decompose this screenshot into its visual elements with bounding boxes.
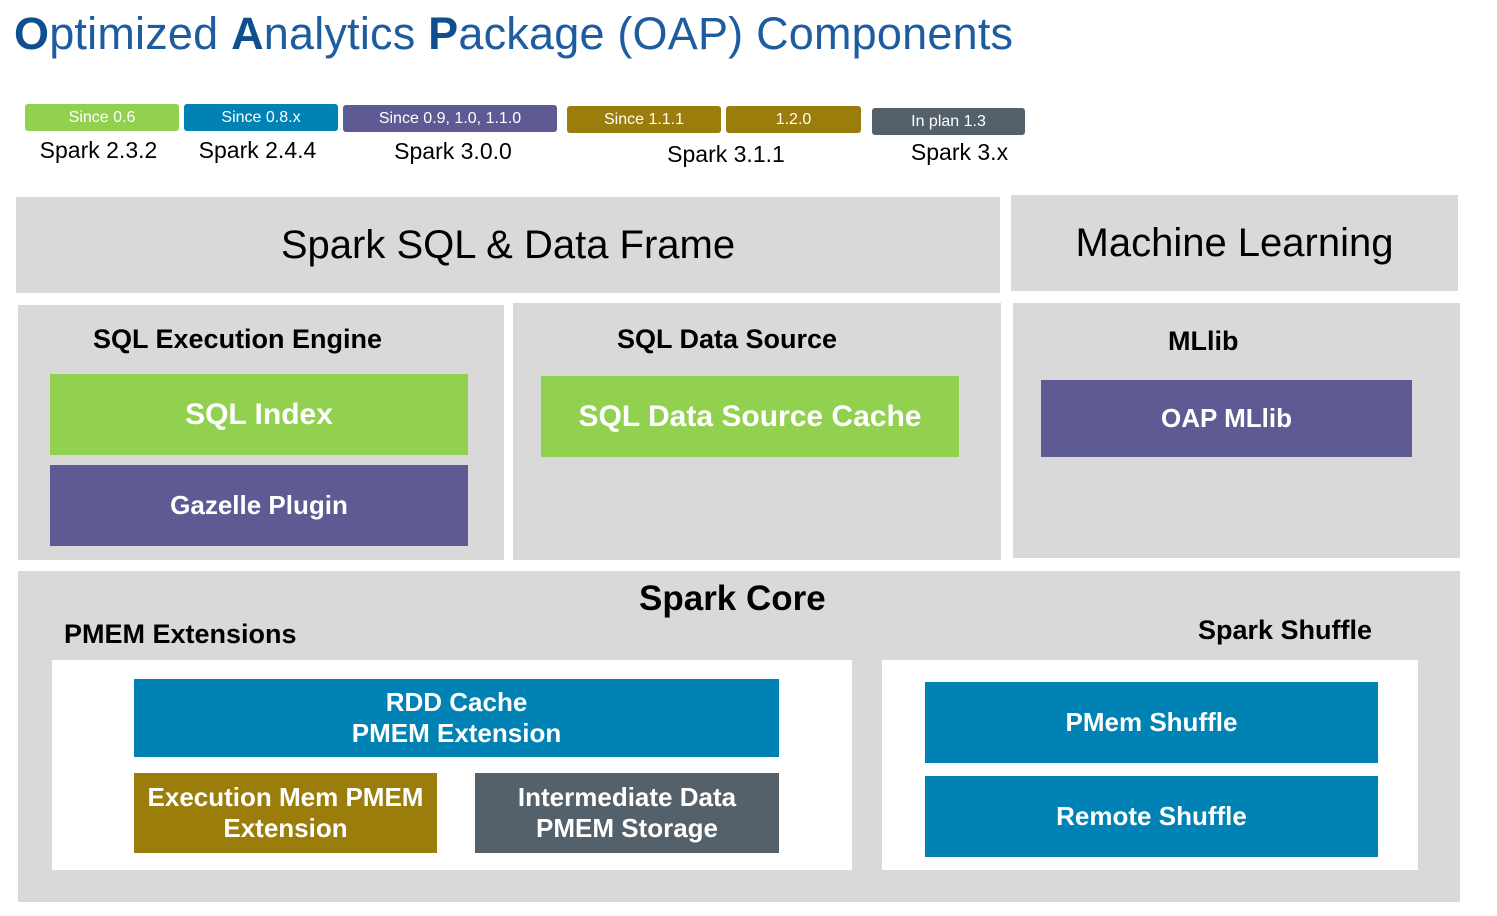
spark-shuffle-title: Spark Shuffle	[1198, 615, 1373, 645]
rdd-cache-line-1: RDD Cache	[385, 686, 528, 717]
sql-execution-engine-panel: SQL Execution Engine SQL Index Gazelle P…	[18, 305, 504, 560]
legend-pill-since-0-6: Since 0.6	[25, 104, 179, 131]
sql-data-source-cache-box: SQL Data Source Cache	[541, 376, 959, 457]
execution-mem-pmem-box: Execution Mem PMEM Extension	[134, 773, 437, 853]
oap-mllib-box: OAP MLlib	[1041, 380, 1412, 457]
remote-shuffle-box: Remote Shuffle	[925, 776, 1378, 857]
legend-pill-since-1-1-1: Since 1.1.1	[567, 106, 721, 133]
rdd-cache-pmem-box: RDD Cache PMEM Extension	[134, 679, 779, 757]
pmem-extensions-title: PMEM Extensions	[64, 619, 297, 649]
sql-data-source-title: SQL Data Source	[617, 324, 838, 354]
pmem-extensions-area: RDD Cache PMEM Extension Execution Mem P…	[52, 660, 852, 870]
legend-label-spark-3-0-0: Spark 3.0.0	[394, 137, 512, 164]
legend-pill-since-0-9: Since 0.9, 1.0, 1.1.0	[343, 105, 557, 132]
legend-pill-1-2-0: 1.2.0	[726, 106, 861, 133]
legend-pill-since-0-8: Since 0.8.x	[184, 104, 338, 131]
spark-core-title: Spark Core	[639, 579, 826, 618]
sql-execution-engine-title: SQL Execution Engine	[93, 324, 383, 354]
gazelle-plugin-box: Gazelle Plugin	[50, 465, 468, 546]
intermediate-data-line-1: Intermediate Data	[517, 781, 737, 812]
execution-mem-line-1: Execution Mem PMEM	[147, 781, 424, 812]
sql-index-box: SQL Index	[50, 374, 468, 455]
machine-learning-header: Machine Learning	[1011, 195, 1458, 291]
execution-mem-line-2: Extension	[223, 813, 348, 843]
spark-shuffle-area: PMem Shuffle Remote Shuffle	[882, 660, 1418, 870]
sql-data-source-panel: SQL Data Source SQL Data Source Cache	[513, 303, 1001, 560]
spark-core-panel: Spark Core PMEM Extensions Spark Shuffle…	[18, 571, 1460, 902]
intermediate-data-line-2: PMEM Storage	[535, 813, 719, 843]
intermediate-data-pmem-box: Intermediate Data PMEM Storage	[475, 773, 779, 853]
mllib-panel: MLlib OAP MLlib	[1013, 303, 1460, 558]
legend-label-spark-3-x: Spark 3.x	[910, 138, 1009, 165]
legend-pill-in-plan-1-3: In plan 1.3	[872, 108, 1025, 135]
spark-sql-dataframe-header: Spark SQL & Data Frame	[16, 197, 1000, 293]
rdd-cache-line-2: PMEM Extension	[351, 718, 562, 748]
legend-label-spark-2-4-4: Spark 2.4.4	[198, 136, 317, 163]
legend-label-spark-3-1-1: Spark 3.1.1	[667, 140, 785, 167]
pmem-shuffle-box: PMem Shuffle	[925, 682, 1378, 763]
page-title: Optimized Analytics Package (OAP) Compon…	[14, 8, 1014, 59]
legend-label-spark-2-3-2: Spark 2.3.2	[39, 136, 158, 163]
mllib-title: MLlib	[1168, 326, 1239, 356]
